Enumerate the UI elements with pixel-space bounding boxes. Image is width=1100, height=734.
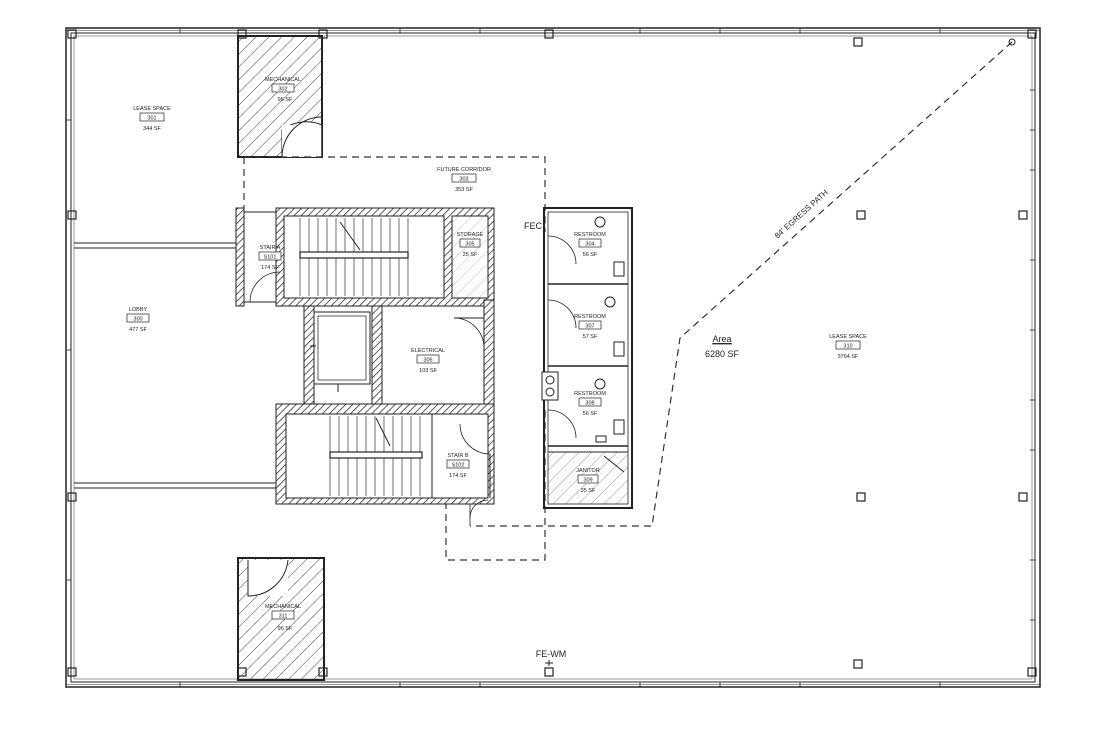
room-name: STAIR A bbox=[260, 245, 281, 251]
room-tag-lease-301: LEASE SPACE 301 344 SF bbox=[133, 106, 171, 132]
room-name: LEASE SPACE bbox=[829, 334, 867, 340]
room-number: 310 bbox=[843, 344, 852, 350]
room-tag-stair-a: STAIR A S101 174 SF bbox=[258, 245, 282, 271]
room-number: S101 bbox=[264, 255, 277, 261]
room-number: 309 bbox=[583, 478, 592, 484]
room-area: 56 SF bbox=[583, 411, 598, 417]
room-tag-restroom-304: RESTROOM 304 56 SF bbox=[574, 232, 606, 258]
room-name: LOBBY bbox=[129, 307, 148, 313]
room-number: 300 bbox=[133, 317, 142, 323]
elevator-shaft bbox=[303, 305, 383, 405]
stair-b bbox=[275, 403, 495, 526]
room-area: 25 SF bbox=[463, 252, 478, 258]
fec-label: FEC bbox=[524, 221, 543, 231]
fe-wm-label: FE-WM bbox=[536, 649, 567, 659]
room-tag-mech-311: MECHANICAL 311 96 SF bbox=[265, 604, 301, 632]
room-area: 477 SF bbox=[129, 327, 147, 333]
stair-b-rails bbox=[329, 417, 423, 459]
exterior-wall bbox=[65, 27, 1041, 688]
room-area: 57 SF bbox=[583, 334, 598, 340]
room-number: S102 bbox=[452, 463, 465, 469]
room-name: RESTROOM bbox=[574, 391, 606, 397]
room-area: 103 SF bbox=[419, 368, 437, 374]
room-area: 174 SF bbox=[261, 265, 279, 271]
room-number: 311 bbox=[279, 614, 288, 620]
room-area: 96 SF bbox=[278, 626, 293, 632]
room-name: LEASE SPACE bbox=[133, 106, 171, 112]
room-tag-stair-b: STAIR B S102 174 SF bbox=[446, 453, 470, 479]
room-name: MECHANICAL bbox=[265, 604, 301, 610]
room-area: 56 SF bbox=[583, 252, 598, 258]
room-number: 308 bbox=[585, 401, 594, 407]
room-name: RESTROOM bbox=[574, 232, 606, 238]
room-tag-restroom-307: RESTROOM 307 57 SF bbox=[574, 314, 606, 340]
room-area: 353 SF bbox=[455, 187, 473, 193]
restroom-block bbox=[541, 207, 633, 509]
lobby-walls bbox=[74, 242, 280, 489]
room-area: 35 SF bbox=[581, 488, 596, 494]
fe-wm-marker bbox=[545, 660, 553, 666]
egress-path-label: 84' EGRESS PATH bbox=[773, 188, 830, 241]
room-name: RESTROOM bbox=[574, 314, 606, 320]
structural-columns bbox=[67, 29, 1037, 677]
room-name: MECHANICAL bbox=[265, 77, 301, 83]
stair-a-treads bbox=[299, 218, 409, 296]
egress-start-marker bbox=[1008, 38, 1016, 46]
egress-path bbox=[470, 41, 1013, 527]
room-number: 303 bbox=[459, 177, 468, 183]
room-tag-mech-302: MECHANICAL 302 96 SF bbox=[265, 77, 301, 103]
room-tag-lobby-300: LOBBY 300 477 SF bbox=[126, 307, 150, 333]
wall-ticks bbox=[66, 28, 1035, 687]
mechanical-room-302 bbox=[237, 35, 323, 158]
room-name: ELECTRICAL bbox=[411, 348, 445, 354]
room-name: FUTURE CORRIDOR bbox=[437, 167, 491, 173]
storage-room bbox=[452, 216, 488, 298]
stair-a-rails bbox=[299, 221, 409, 259]
room-name: STAIR B bbox=[448, 453, 469, 459]
room-name: STORAGE bbox=[457, 232, 484, 238]
area-value: 6280 SF bbox=[705, 349, 740, 359]
area-summary: Area 6280 SF bbox=[705, 334, 740, 359]
room-number: 302 bbox=[278, 87, 287, 93]
room-number: 307 bbox=[585, 324, 594, 330]
electrical-room bbox=[453, 299, 495, 411]
room-tag-janitor-309: JANITOR 309 35 SF bbox=[576, 468, 599, 494]
room-tag-restroom-308: RESTROOM 308 56 SF bbox=[574, 391, 606, 417]
room-area: 96 SF bbox=[278, 97, 293, 103]
room-tag-lease-310: LEASE SPACE 310 3764 SF bbox=[829, 334, 867, 360]
room-number: 306 bbox=[423, 358, 432, 364]
room-number: 301 bbox=[147, 116, 156, 122]
room-area: 174 SF bbox=[449, 473, 467, 479]
area-title: Area bbox=[712, 334, 731, 344]
room-area: 344 SF bbox=[143, 126, 161, 132]
room-tag-electrical-306: ELECTRICAL 306 103 SF bbox=[411, 348, 445, 374]
mechanical-room-311 bbox=[237, 557, 325, 681]
stair-b-treads bbox=[329, 416, 421, 496]
room-name: JANITOR bbox=[576, 468, 599, 474]
room-number: 305 bbox=[465, 242, 474, 248]
room-tag-corridor-303: FUTURE CORRIDOR 303 353 SF bbox=[437, 167, 491, 193]
room-area: 3764 SF bbox=[838, 354, 859, 360]
room-tag-storage-305: STORAGE 305 25 SF bbox=[457, 232, 484, 258]
room-number: 304 bbox=[585, 242, 594, 248]
